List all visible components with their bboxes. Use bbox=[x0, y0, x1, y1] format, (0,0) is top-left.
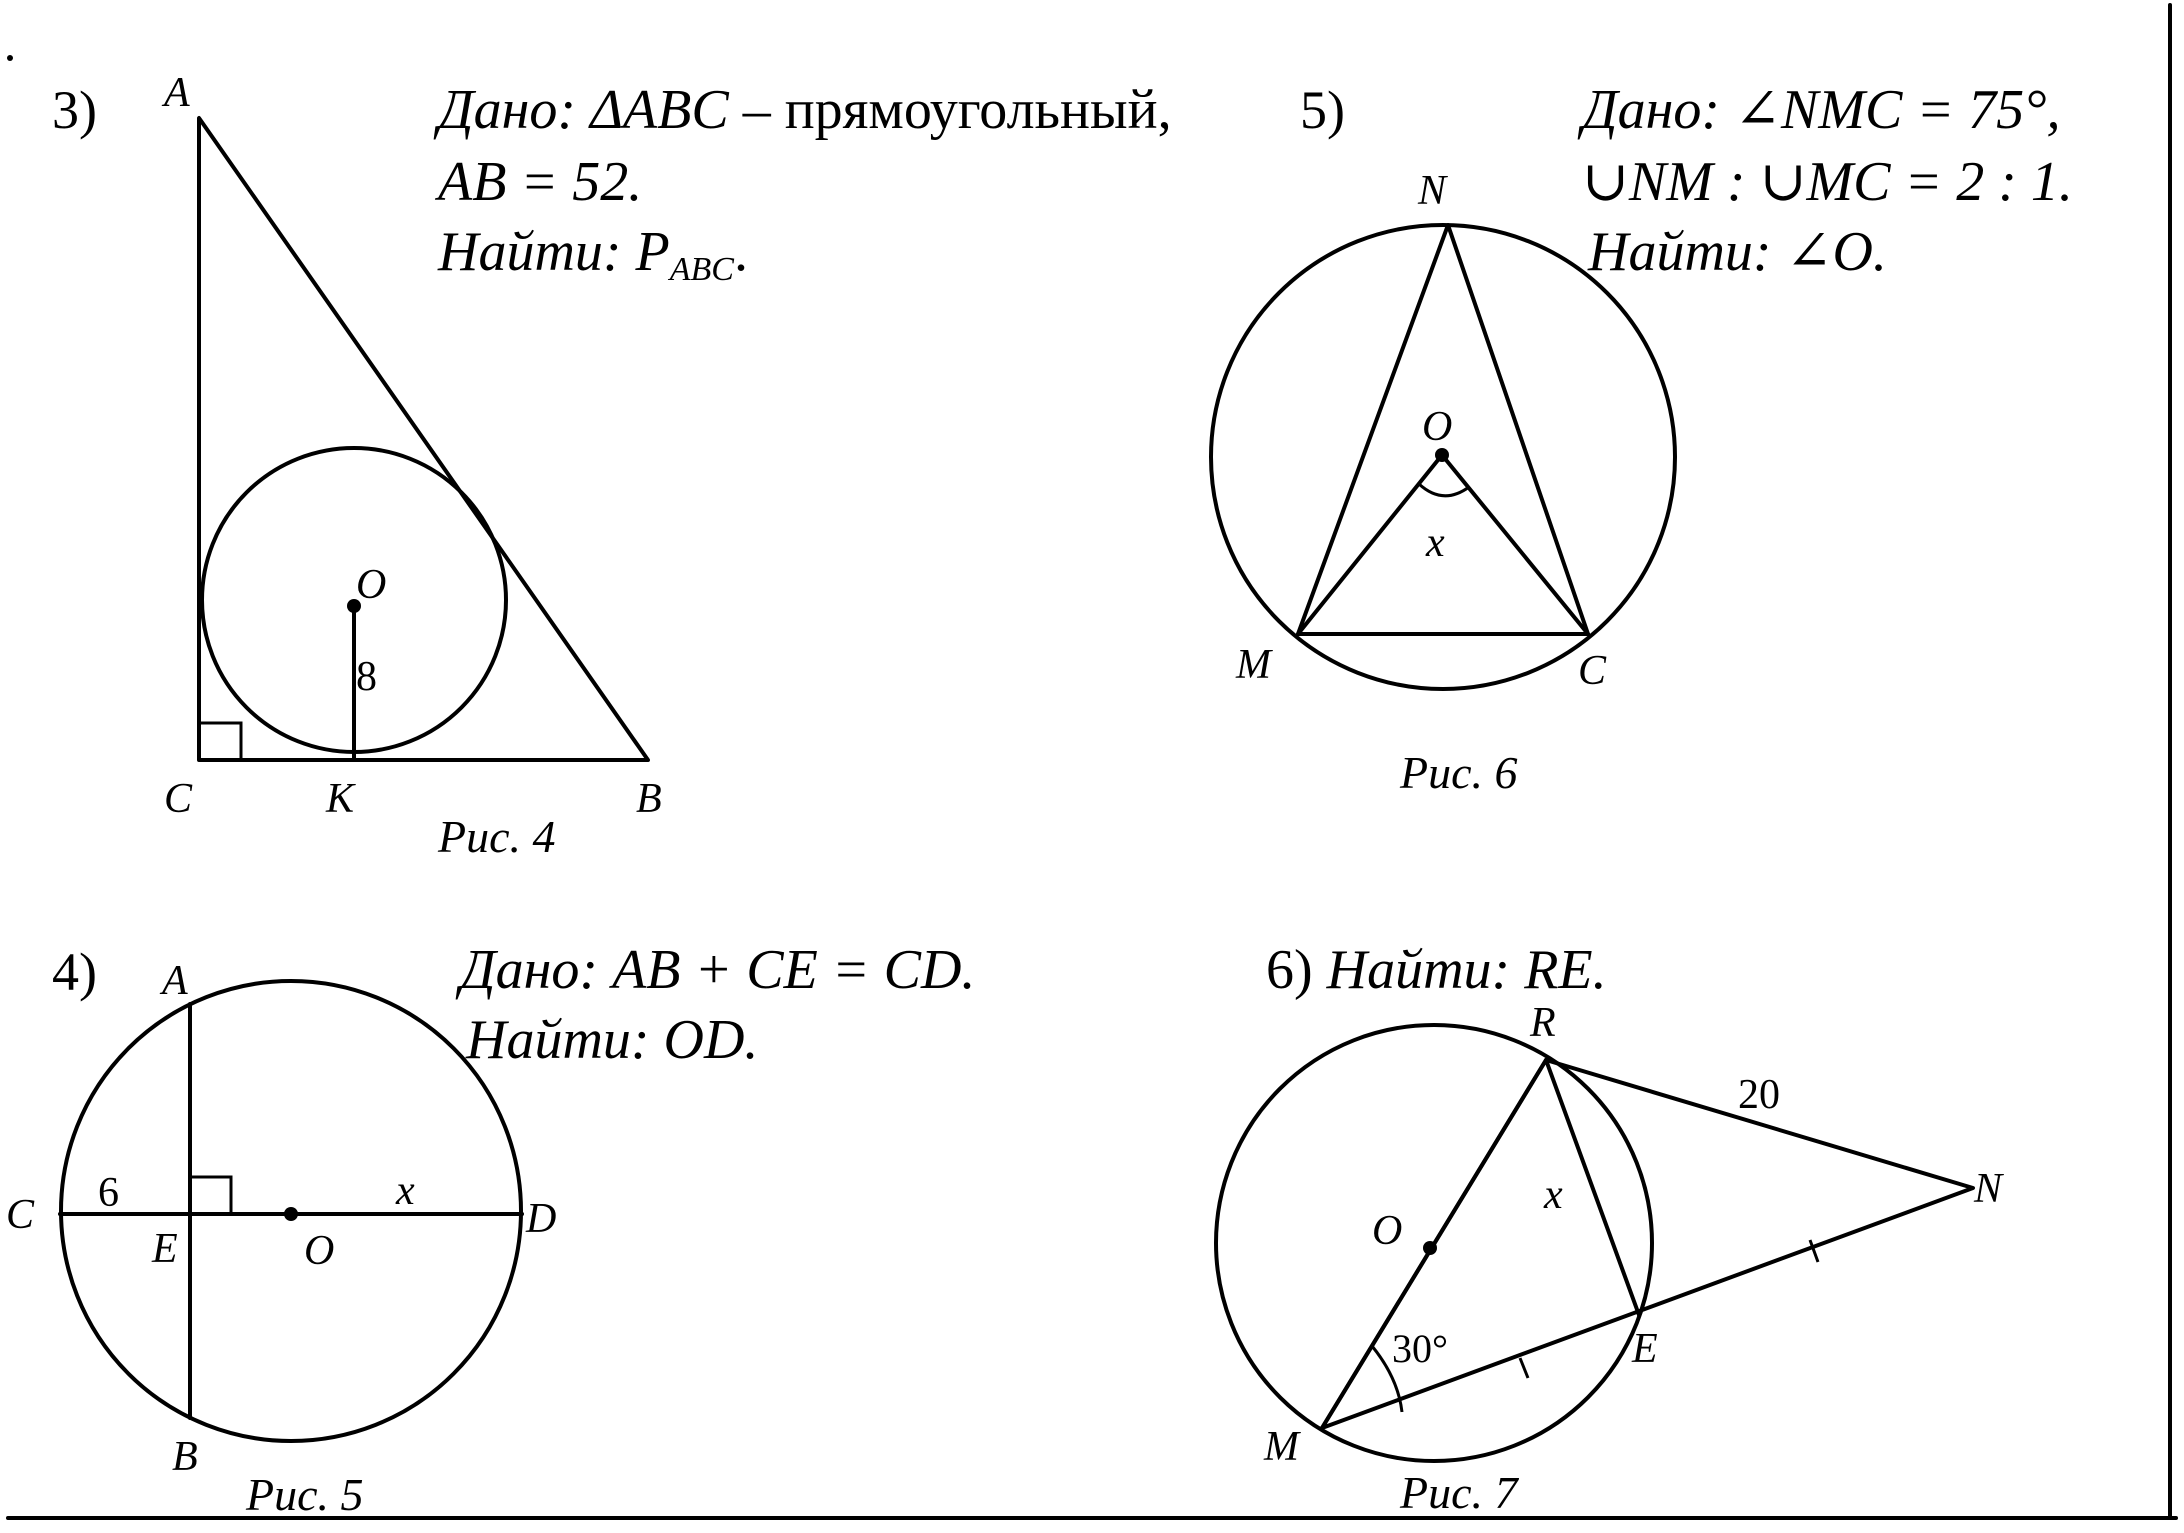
problem-5-find-prefix: Найти: bbox=[1587, 221, 1786, 283]
problem-3: 3) Дано: ΔABC – прямоугольный, AB = 52. … bbox=[52, 70, 1172, 862]
label-c: C bbox=[1578, 648, 1607, 694]
problem-3-given-rest: – прямоугольный, bbox=[729, 79, 1172, 141]
angle-arc-30 bbox=[1370, 1345, 1404, 1413]
label-rn: 20 bbox=[1738, 1072, 1780, 1118]
tick-me bbox=[1518, 1357, 1530, 1379]
label-o: O bbox=[1372, 1208, 1402, 1254]
label-o: O bbox=[1422, 404, 1452, 450]
center-o-point bbox=[1435, 448, 1449, 462]
center-o-point bbox=[347, 599, 361, 613]
problem-5-given-line1: Дано: ∠NMC = 75°, bbox=[1577, 79, 2061, 141]
problem-5-given-line2: ∪NM : ∪MC = 2 : 1. bbox=[1582, 151, 2073, 213]
figure-5: A C 6 x D E O B Рис. 5 bbox=[6, 958, 556, 1520]
label-r: R bbox=[1529, 1000, 1556, 1046]
problem-6-header: 6) Найти: RE. bbox=[1266, 939, 1607, 1001]
caption-fig-7: Рис. 7 bbox=[1399, 1467, 1520, 1518]
circle-6 bbox=[1209, 223, 1677, 691]
label-x: x bbox=[1425, 520, 1445, 566]
problem-6: 6) Найти: RE. R 20 N x O 30° E M Рис. 7 bbox=[1214, 939, 2004, 1518]
caption-fig-5: Рис. 5 bbox=[245, 1469, 364, 1520]
figure-6: N O x M C Рис. 6 bbox=[1209, 168, 1677, 798]
problem-3-given-line2: AB = 52. bbox=[434, 151, 642, 213]
chord-re bbox=[1544, 1058, 1641, 1317]
figure-4: A C K B O 8 Рис. 4 bbox=[161, 70, 662, 862]
triangle-abc bbox=[197, 116, 650, 762]
label-n: N bbox=[1417, 168, 1448, 214]
label-o: O bbox=[304, 1228, 334, 1274]
caption-fig-4: Рис. 4 bbox=[437, 811, 556, 862]
caption-fig-6: Рис. 6 bbox=[1399, 747, 1518, 798]
problem-6-find-prefix: Найти: bbox=[1313, 939, 1525, 1001]
tick-en bbox=[1808, 1239, 1820, 1263]
label-b: B bbox=[636, 776, 662, 822]
label-a: A bbox=[159, 958, 188, 1004]
angle-arc-x bbox=[1417, 482, 1470, 498]
label-k: K bbox=[325, 776, 356, 822]
right-angle-mark bbox=[199, 721, 243, 760]
label-e: E bbox=[1631, 1326, 1658, 1372]
label-x: x bbox=[395, 1168, 415, 1214]
label-ce: 6 bbox=[98, 1170, 119, 1216]
label-c: C bbox=[6, 1192, 35, 1238]
problem-3-find-end: . bbox=[734, 221, 748, 283]
right-angle-mark bbox=[190, 1175, 233, 1214]
label-b: B bbox=[172, 1434, 198, 1480]
label-x: x bbox=[1543, 1172, 1563, 1218]
problem-4-find-value: OD. bbox=[664, 1009, 759, 1071]
problem-5-find: Найти: ∠O. bbox=[1587, 221, 1887, 283]
problem-3-find-sub: ABC bbox=[668, 251, 735, 288]
problem-3-given-formula: ΔABC bbox=[588, 79, 729, 141]
center-o-point bbox=[284, 1207, 298, 1221]
problem-3-number: 3) bbox=[52, 80, 97, 140]
label-angle: 30° bbox=[1392, 1326, 1448, 1371]
problem-5: 5) Дано: ∠NMC = 75°, ∪NM : ∪MC = 2 : 1. … bbox=[1209, 79, 2073, 798]
segments-r-n-m bbox=[1320, 1058, 1975, 1430]
problem-3-find-value: P bbox=[635, 221, 670, 283]
problem-5-number: 5) bbox=[1300, 80, 1345, 140]
label-e: E bbox=[151, 1226, 178, 1272]
problem-3-find: Найти: PABC. bbox=[437, 221, 748, 288]
label-radius: 8 bbox=[356, 654, 377, 700]
problem-4: 4) Дано: AB + CE = CD. Найти: OD. A C 6 … bbox=[6, 939, 975, 1520]
problem-6-find-value: RE. bbox=[1523, 939, 1606, 1001]
circle-5 bbox=[59, 979, 523, 1443]
page-frame bbox=[6, 3, 2178, 1520]
label-m: M bbox=[1235, 642, 1273, 688]
problem-4-given: Дано: AB + CE = CD. bbox=[455, 939, 975, 1001]
problem-3-given-prefix: Дано: bbox=[433, 79, 590, 141]
figure-7: R 20 N x O 30° E M Рис. 7 bbox=[1214, 1000, 2004, 1518]
problem-5-given-prefix: Дано: bbox=[1577, 79, 1734, 141]
problem-3-find-prefix: Найти: bbox=[437, 221, 636, 283]
label-a: A bbox=[161, 70, 190, 116]
problem-5-find-value: ∠O. bbox=[1786, 221, 1887, 283]
label-m: M bbox=[1263, 1424, 1301, 1470]
problem-5-given-value: ∠NMC = 75°, bbox=[1734, 79, 2060, 141]
problem-4-find: Найти: OD. bbox=[465, 1009, 758, 1071]
label-o: O bbox=[356, 562, 386, 608]
problem-6-number: 6) bbox=[1266, 939, 1313, 1001]
center-o-point bbox=[1423, 1241, 1437, 1255]
circle-7 bbox=[1214, 1023, 1654, 1463]
label-n: N bbox=[1973, 1166, 2004, 1212]
label-c: C bbox=[164, 776, 193, 822]
label-d: D bbox=[525, 1196, 556, 1242]
problem-4-find-prefix: Найти: bbox=[465, 1009, 664, 1071]
triangle-nmc bbox=[1296, 223, 1590, 636]
problem-4-number: 4) bbox=[52, 942, 97, 1002]
problem-4-given-prefix: Дано: bbox=[455, 939, 612, 1001]
problem-4-given-value: AB + CE = CD. bbox=[608, 939, 975, 1001]
problem-3-given-line1: Дано: ΔABC – прямоугольный, bbox=[433, 79, 1172, 141]
